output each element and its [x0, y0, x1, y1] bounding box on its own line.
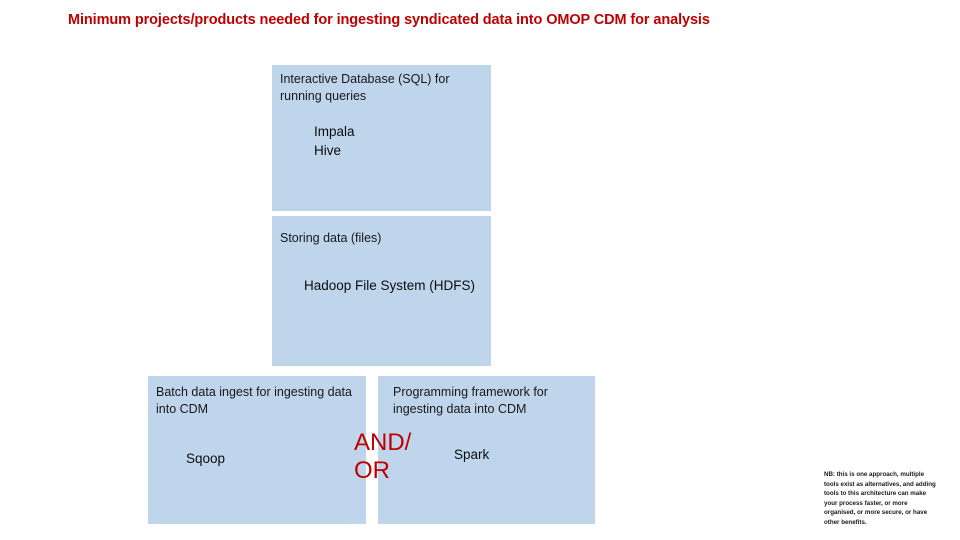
block-programming-framework: Programming framework for ingesting data… — [378, 376, 595, 524]
block-batch-ingest-heading: Batch data ingest for ingesting data int… — [156, 385, 352, 416]
and-or-line-2: OR — [354, 457, 390, 485]
block-storing-data-heading: Storing data (files) — [280, 231, 382, 245]
block-interactive-database: Interactive Database (SQL) for running q… — [272, 65, 491, 211]
block-programming-framework-heading: Programming framework for ingesting data… — [393, 385, 548, 416]
block-storing-data: Storing data (files) Hadoop File System … — [272, 216, 491, 366]
block-interactive-database-items: Impala Hive — [314, 124, 355, 158]
block-batch-ingest: Batch data ingest for ingesting data int… — [148, 376, 366, 524]
block-batch-ingest-items: Sqoop — [186, 451, 226, 466]
and-or-line-1: AND/ — [354, 429, 412, 456]
footnote-note: NB: this is one approach, multiple tools… — [824, 471, 936, 527]
block-programming-framework-items: Spark — [454, 447, 490, 462]
page-title: Minimum projects/products needed for ing… — [68, 12, 710, 28]
and-or-connector: AND/ OR — [354, 429, 430, 486]
block-interactive-database-heading: Interactive Database (SQL) for running q… — [280, 72, 450, 103]
block-storing-data-items: Hadoop File System (HDFS) — [304, 278, 476, 293]
